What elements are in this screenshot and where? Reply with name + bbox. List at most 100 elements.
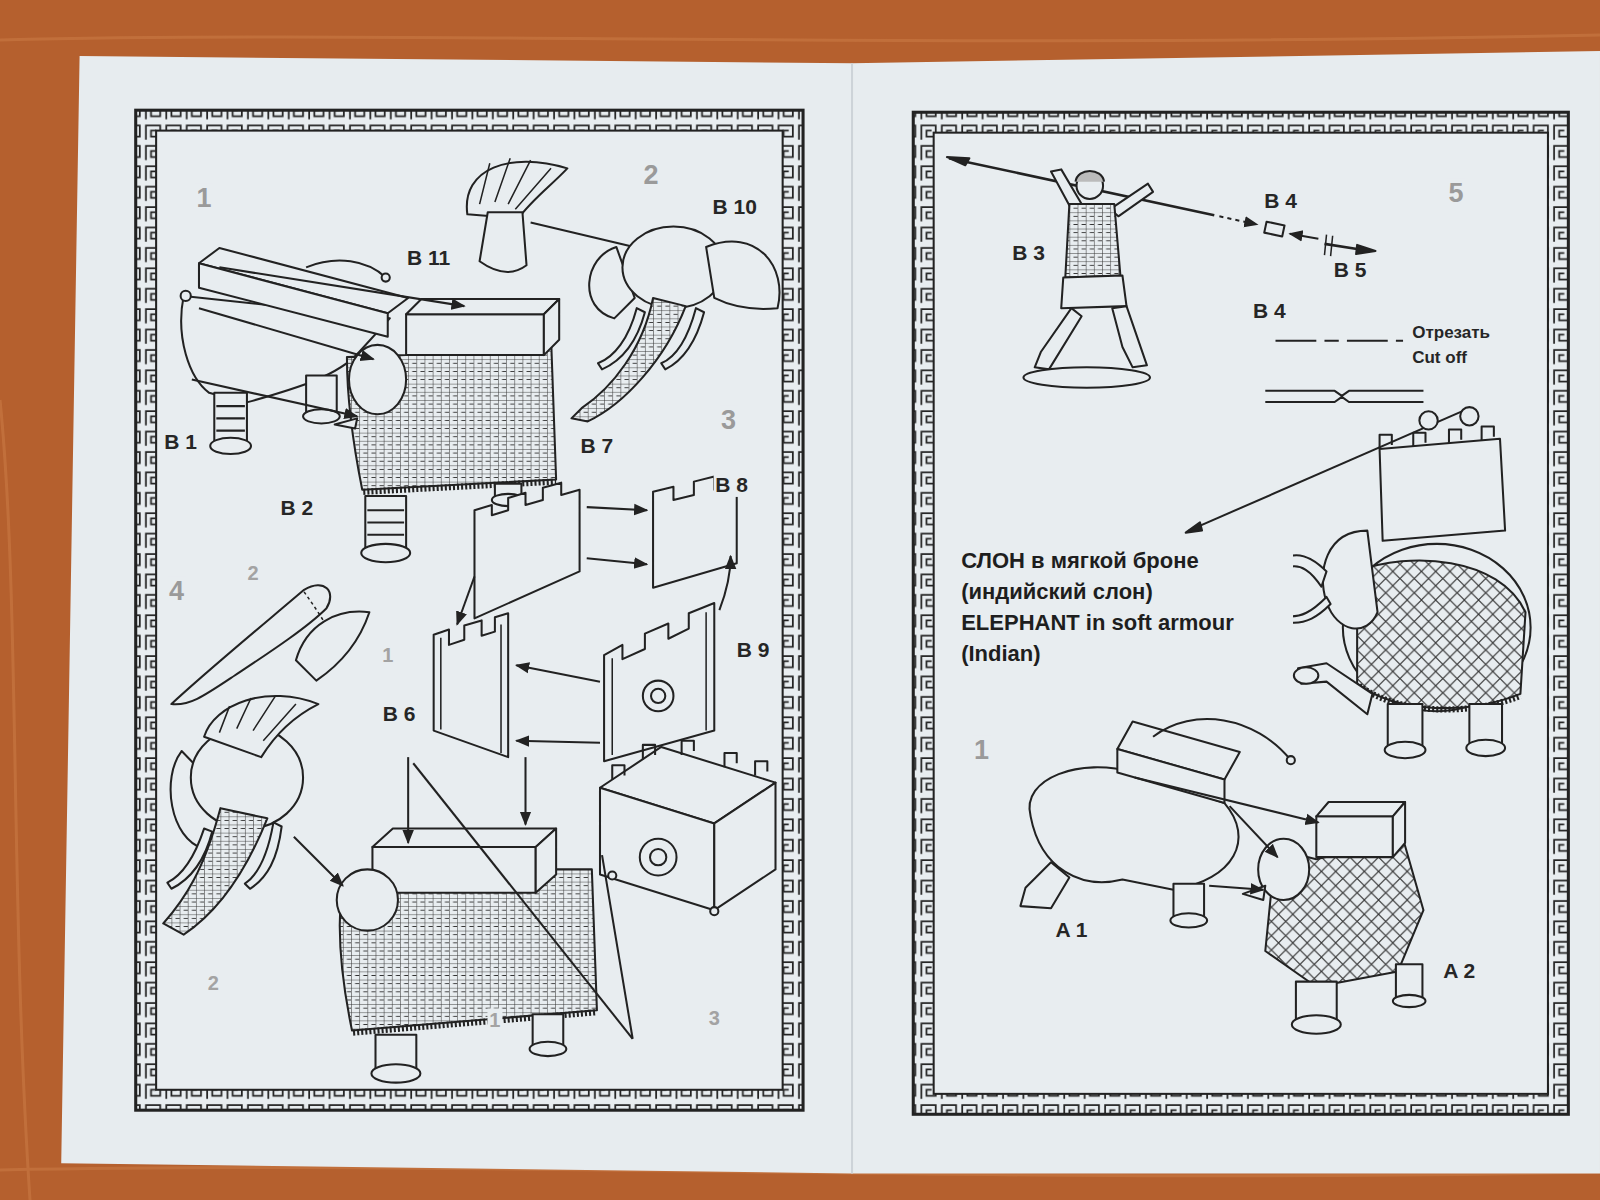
spearman-figure [1023, 367, 1150, 387]
elephant-front-half [382, 273, 390, 281]
assembled-tower [650, 849, 666, 865]
cut-off-diagram [1276, 340, 1404, 342]
meander-frame [136, 110, 803, 1110]
war-elephant [1469, 704, 1502, 745]
trunk-piece [296, 612, 369, 681]
assembled-tower [600, 741, 776, 915]
fold-line [851, 63, 853, 1173]
tower-wall [604, 603, 714, 761]
elephant-front-half [216, 406, 245, 430]
assembly-arrow [516, 741, 600, 743]
assembly-arrow [524, 757, 526, 824]
elephant-front-half [1020, 862, 1069, 908]
callout-number: 3 [707, 1007, 722, 1030]
part-label: B 7 [579, 434, 616, 458]
part-label: B 8 [713, 473, 750, 497]
cut-note: Отрезать [1410, 323, 1492, 343]
trunk-piece [171, 585, 369, 704]
assembled-tower [710, 907, 718, 915]
spearman-figure [1061, 276, 1126, 309]
assembly-arrow [1209, 886, 1263, 890]
part-label: B 9 [735, 638, 772, 662]
elephant-rear-half [1316, 802, 1405, 816]
meander-frame [913, 112, 1568, 1114]
assembly-arrow [516, 665, 600, 681]
step-number: 4 [167, 576, 186, 607]
elephant-front-half [214, 393, 247, 444]
elephant-rear-half [1316, 816, 1393, 857]
armoured-elephant [163, 808, 267, 935]
assembled-tower [600, 788, 714, 910]
elephant-rear-half [347, 337, 556, 490]
tower-wall [434, 613, 508, 757]
elephant-rear-half [1393, 995, 1426, 1007]
cut-off-diagram [1265, 341, 1423, 402]
elephant-head [661, 308, 704, 369]
assembly-arrow [294, 757, 633, 1039]
elephant-rear-half [335, 418, 357, 428]
elephant-rear-half [367, 510, 404, 534]
assembly-arrow [587, 558, 647, 564]
elephant-head [571, 227, 779, 422]
step-number: 1 [195, 183, 214, 214]
wood-grain [0, 35, 1600, 41]
part-label: B 1 [162, 430, 199, 454]
war-elephant [1186, 522, 1202, 532]
tower-wall [612, 612, 706, 755]
assembly-arrow [457, 507, 730, 743]
part-label: B 3 [1010, 241, 1047, 265]
step-number: 5 [1447, 178, 1466, 209]
war-elephant [1357, 560, 1525, 708]
tower-wall [441, 624, 501, 753]
armoured-elephant [163, 696, 597, 1083]
war-elephant [1385, 742, 1426, 758]
elephant-front-half [181, 291, 191, 301]
helmet-crest [480, 212, 527, 272]
assembled-tower [612, 741, 767, 780]
elephant-rear-half [365, 496, 406, 549]
spear-parts [1324, 235, 1332, 256]
callout-number: 1 [380, 644, 395, 667]
elephant-front-half [1287, 756, 1295, 764]
step-number: 2 [642, 160, 661, 191]
assembly-arrow [413, 763, 632, 1039]
kit-title: ELEPHANT in soft armour (Indian) [959, 608, 1293, 670]
assembly-arrow [192, 267, 464, 416]
assembly-arrow [1135, 778, 1319, 823]
spear-parts [1290, 234, 1319, 239]
elephant-rear-half [406, 314, 544, 355]
assembly-arrow [719, 556, 730, 610]
armoured-elephant [530, 1042, 567, 1056]
spearman-figure [1112, 306, 1147, 367]
callout-number: 2 [245, 562, 260, 585]
part-label: A 1 [1053, 918, 1089, 942]
paper-sheet [61, 51, 1600, 1173]
assembly-arrow [457, 577, 474, 625]
part-label: B 5 [1332, 258, 1369, 282]
assembly-arrow [199, 308, 373, 359]
armoured-elephant [536, 829, 556, 893]
spearman-figure [947, 157, 969, 165]
war-elephant [1460, 407, 1478, 425]
elephant-front-half [1170, 913, 1207, 927]
elephant-rear-half [363, 482, 556, 492]
elephant-rear-half [1396, 964, 1423, 999]
spear-parts [1324, 244, 1357, 249]
war-elephant [1466, 740, 1505, 756]
part-label: B 2 [279, 496, 316, 520]
part-label: B 10 [711, 195, 759, 219]
part-label: B 11 [405, 246, 452, 270]
armoured-elephant [371, 1064, 420, 1082]
elephant-rear-half [1292, 1015, 1341, 1033]
helmet-crest [480, 158, 551, 209]
part-label: B 4 [1251, 299, 1288, 323]
spearman-figure [947, 157, 1257, 388]
meander-frame [136, 110, 1569, 1114]
step-number: 3 [719, 406, 738, 437]
assembly-arrow [192, 380, 357, 417]
spearman-figure [1065, 204, 1120, 277]
assembly-arrow [407, 757, 409, 843]
